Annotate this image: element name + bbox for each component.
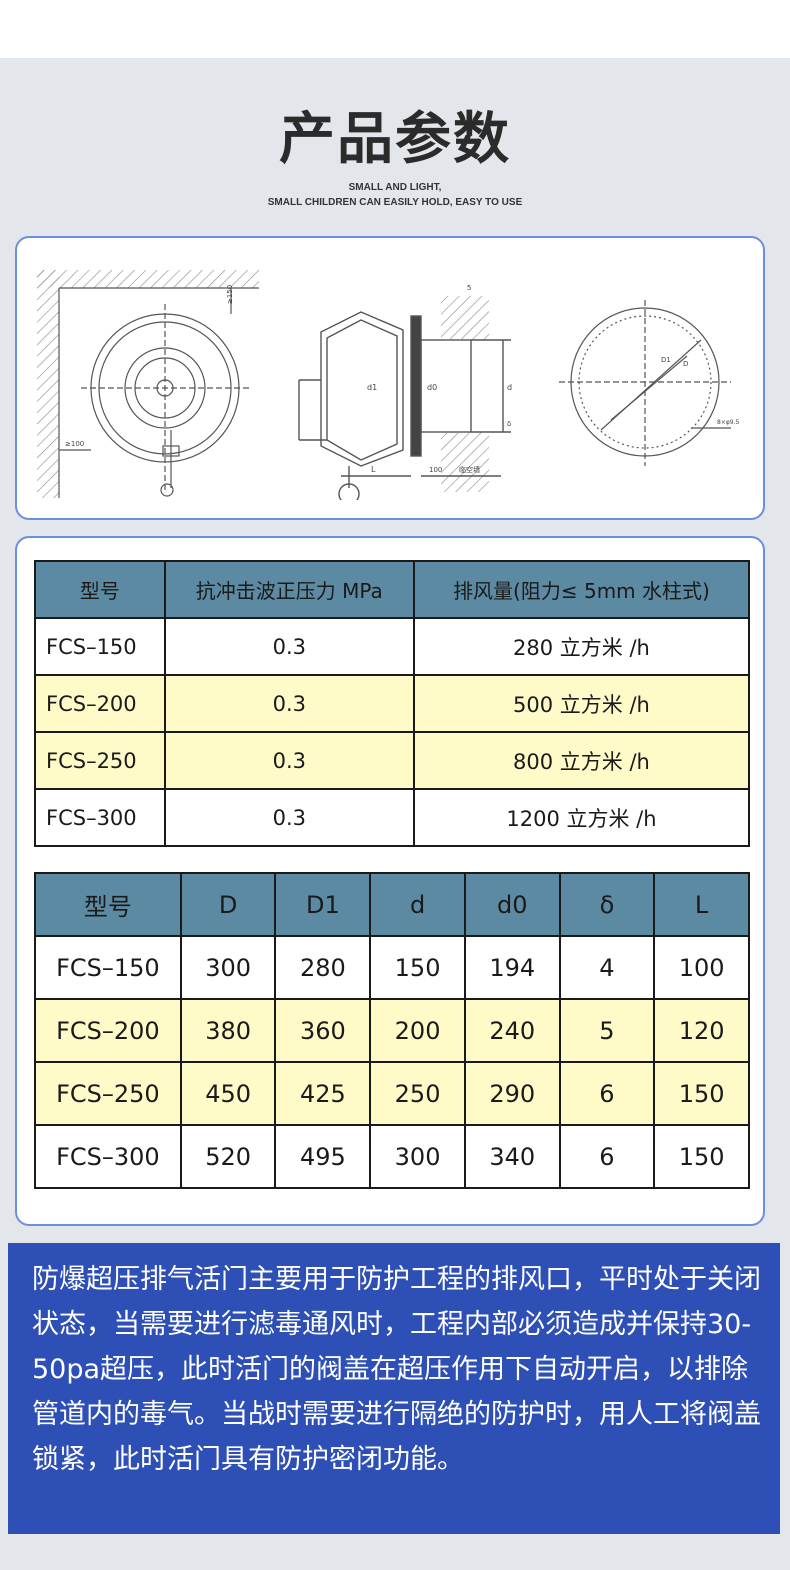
technical-drawing: ≥150 ≥100 d1 d0 d 5 δ L 100 临空墙 — [37, 270, 740, 500]
header-cell: d0 — [463, 872, 561, 937]
front-view-with-wall — [37, 270, 259, 498]
table-cell: 0.3 — [163, 617, 415, 676]
model-cell: FCS–300 — [34, 788, 166, 847]
table-cell: 290 — [463, 1061, 561, 1126]
table-row: FCS–200 0.3 500 立方米 /h — [34, 674, 751, 733]
label-d0: d0 — [427, 383, 437, 392]
product-description: 防爆超压排气活门主要用于防护工程的排风口，平时处于关闭状态，当需要进行滤毒通风时… — [8, 1243, 780, 1534]
header-cell: 型号 — [34, 560, 166, 619]
technical-drawing-panel: ≥150 ≥100 d1 d0 d 5 δ L 100 临空墙 — [15, 236, 765, 520]
table-cell: 495 — [274, 1124, 372, 1189]
table-cell: 100 — [653, 935, 750, 1000]
header-cell: 抗冲击波正压力 MPa — [163, 560, 415, 619]
table-cell: 520 — [179, 1124, 277, 1189]
header-cell: 型号 — [34, 872, 182, 937]
model-cell: FCS–150 — [34, 935, 182, 1000]
label-delta: δ — [507, 420, 511, 428]
header-cell: D1 — [274, 872, 372, 937]
table-cell: 360 — [274, 998, 372, 1063]
label-wall: 临空墙 — [459, 465, 480, 474]
model-cell: FCS–200 — [34, 674, 166, 733]
table-header-row: 型号 D D1 d d0 δ L — [34, 872, 750, 937]
table-cell: 240 — [463, 998, 561, 1063]
table-cell: 0.3 — [163, 731, 415, 790]
subtitle-line-1: SMALL AND LIGHT, — [348, 182, 442, 193]
label-100: 100 — [429, 466, 442, 474]
label-L: L — [371, 465, 376, 474]
table-row: FCS–200 380 360 200 240 5 120 — [34, 998, 750, 1063]
table-row: FCS–300 0.3 1200 立方米 /h — [34, 788, 751, 847]
header-cell: D — [179, 872, 277, 937]
table-cell: 5 — [558, 998, 656, 1063]
model-cell: FCS–200 — [34, 998, 182, 1063]
model-cell: FCS–150 — [34, 617, 166, 676]
label-5: 5 — [467, 284, 471, 292]
label-holes: 8×φ9.5 — [717, 419, 740, 426]
header-cell: d — [369, 872, 466, 937]
table-cell: 0.3 — [163, 788, 415, 847]
table-cell: 150 — [653, 1124, 750, 1189]
page-title: 产品参数 — [279, 107, 511, 172]
table-row: FCS–250 450 425 250 290 6 150 — [34, 1061, 750, 1126]
header-cell: δ — [558, 872, 656, 937]
table-row: FCS–150 300 280 150 194 4 100 — [34, 935, 750, 1000]
label-h150: ≥150 — [226, 285, 234, 304]
table-cell: 300 — [369, 1124, 466, 1189]
table-cell: 340 — [463, 1124, 561, 1189]
label-D: D — [683, 360, 688, 368]
table-cell: 380 — [179, 998, 277, 1063]
table-cell: 800 立方米 /h — [412, 731, 751, 790]
table-cell: 150 — [369, 935, 466, 1000]
model-cell: FCS–300 — [34, 1124, 182, 1189]
table-cell: 425 — [274, 1061, 372, 1126]
parameter-tables-panel: 型号 抗冲击波正压力 MPa 排风量(阻力≤ 5mm 水柱式) FCS–150 … — [15, 536, 765, 1226]
subtitle-line-2: SMALL CHILDREN CAN EASILY HOLD, EASY TO … — [267, 197, 523, 208]
table-row: FCS–250 0.3 800 立方米 /h — [34, 731, 751, 790]
table-cell: 300 — [179, 935, 277, 1000]
table-cell: 6 — [558, 1124, 656, 1189]
table-cell: 6 — [558, 1061, 656, 1126]
table-cell: 150 — [653, 1061, 750, 1126]
table-cell: 0.3 — [163, 674, 415, 733]
table-cell: 1200 立方米 /h — [412, 788, 751, 847]
table-cell: 250 — [369, 1061, 466, 1126]
table-cell: 194 — [463, 935, 561, 1000]
table-cell: 120 — [653, 998, 750, 1063]
table-row: FCS–150 0.3 280 立方米 /h — [34, 617, 751, 676]
header-cell: L — [653, 872, 750, 937]
label-d: d — [507, 383, 512, 392]
table-cell: 450 — [179, 1061, 277, 1126]
top-band — [0, 0, 790, 58]
performance-table: 型号 抗冲击波正压力 MPa 排风量(阻力≤ 5mm 水柱式) FCS–150 … — [34, 560, 751, 847]
header-cell: 排风量(阻力≤ 5mm 水柱式) — [412, 560, 751, 619]
side-view — [298, 296, 511, 500]
model-cell: FCS–250 — [34, 731, 166, 790]
table-cell: 500 立方米 /h — [412, 674, 751, 733]
label-d1: d1 — [367, 383, 377, 392]
table-cell: 200 — [369, 998, 466, 1063]
label-h100: ≥100 — [65, 440, 84, 448]
table-cell: 280 立方米 /h — [412, 617, 751, 676]
table-header-row: 型号 抗冲击波正压力 MPa 排风量(阻力≤ 5mm 水柱式) — [34, 560, 751, 619]
table-row: FCS–300 520 495 300 340 6 150 — [34, 1124, 750, 1189]
flange-view — [559, 300, 731, 466]
table-cell: 4 — [558, 935, 656, 1000]
table-cell: 280 — [274, 935, 372, 1000]
label-D1: D1 — [661, 356, 671, 364]
dimension-table: 型号 D D1 d d0 δ L FCS–150 300 280 150 194… — [34, 872, 750, 1189]
model-cell: FCS–250 — [34, 1061, 182, 1126]
